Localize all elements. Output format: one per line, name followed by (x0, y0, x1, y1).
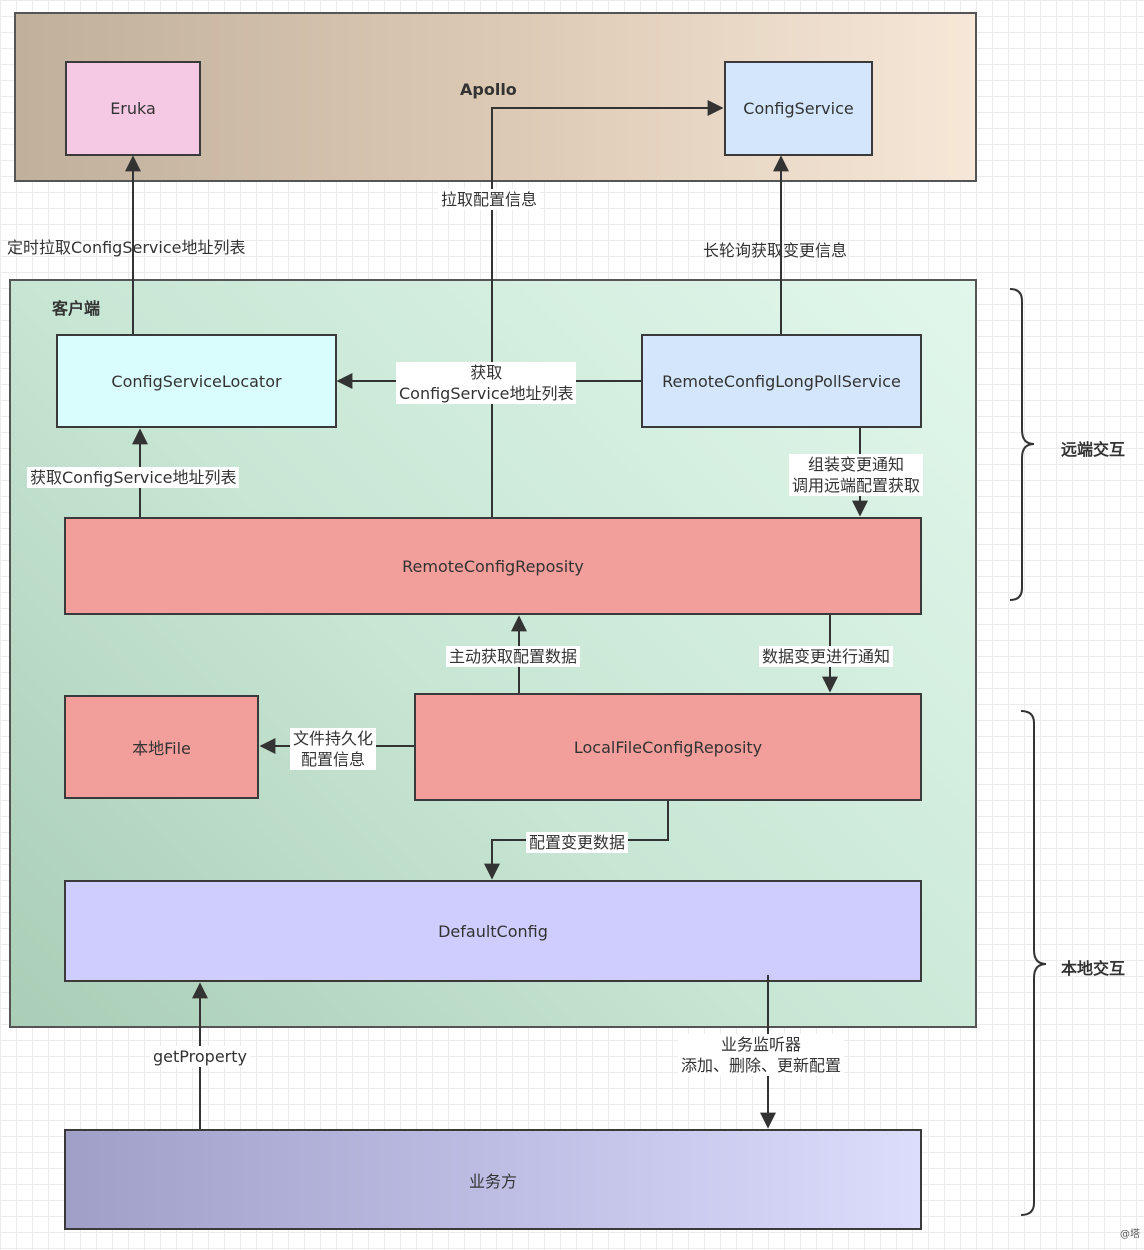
brace-label-local: 本地交互 (1061, 959, 1126, 978)
label-assemble-notify: 组装变更通知 调用远端配置获取 (789, 454, 924, 496)
label-get-list-line1: 获取 (470, 363, 503, 382)
label-listener-line2: 添加、删除、更新配置 (681, 1056, 842, 1075)
label-persist: 文件持久化 配置信息 (290, 728, 377, 770)
label-get-list-line2: ConfigService地址列表 (399, 384, 574, 403)
local-file-config-repository-box[interactable]: LocalFileConfigReposity (414, 693, 922, 801)
eruka-box[interactable]: Eruka (65, 61, 201, 156)
label-get-config-service-list: 获取ConfigService地址列表 (27, 467, 240, 488)
label-timed-pull-list: 定时拉取ConfigService地址列表 (7, 238, 246, 257)
business-box[interactable]: 业务方 (64, 1129, 922, 1230)
label-data-change-notify: 数据变更进行通知 (759, 646, 894, 667)
label-persist-line2: 配置信息 (301, 750, 366, 769)
label-persist-line1: 文件持久化 (293, 729, 374, 748)
watermark: @塔 (1120, 1229, 1140, 1240)
remote-config-repository-box[interactable]: RemoteConfigReposity (64, 517, 922, 615)
config-service-box[interactable]: ConfigService (724, 61, 873, 156)
label-long-poll-change: 长轮询获取变更信息 (703, 241, 848, 260)
arrow-repo-to-config-service (491, 100, 724, 517)
apollo-title: Apollo (460, 80, 517, 99)
label-active-fetch: 主动获取配置数据 (446, 646, 581, 667)
remote-long-poll-service-box[interactable]: RemoteConfigLongPollService (641, 334, 922, 428)
label-pull-config-info: 拉取配置信息 (438, 189, 541, 210)
brace-label-remote: 远端交互 (1061, 440, 1126, 459)
label-listener-line1: 业务监听器 (721, 1035, 802, 1054)
label-assemble-line2: 调用远端配置获取 (792, 476, 921, 495)
label-get-list: 获取 ConfigService地址列表 (396, 362, 577, 404)
config-service-locator-box[interactable]: ConfigServiceLocator (56, 334, 337, 428)
local-file-box[interactable]: 本地File (64, 695, 259, 799)
label-config-change-data: 配置变更数据 (526, 832, 629, 853)
local-brace (1020, 710, 1047, 1216)
client-title: 客户端 (52, 299, 101, 318)
remote-brace (1009, 288, 1035, 601)
label-listener: 业务监听器 添加、删除、更新配置 (678, 1034, 845, 1076)
label-assemble-line1: 组装变更通知 (808, 455, 905, 474)
label-get-property: getProperty (150, 1046, 250, 1067)
default-config-box[interactable]: DefaultConfig (64, 880, 922, 982)
